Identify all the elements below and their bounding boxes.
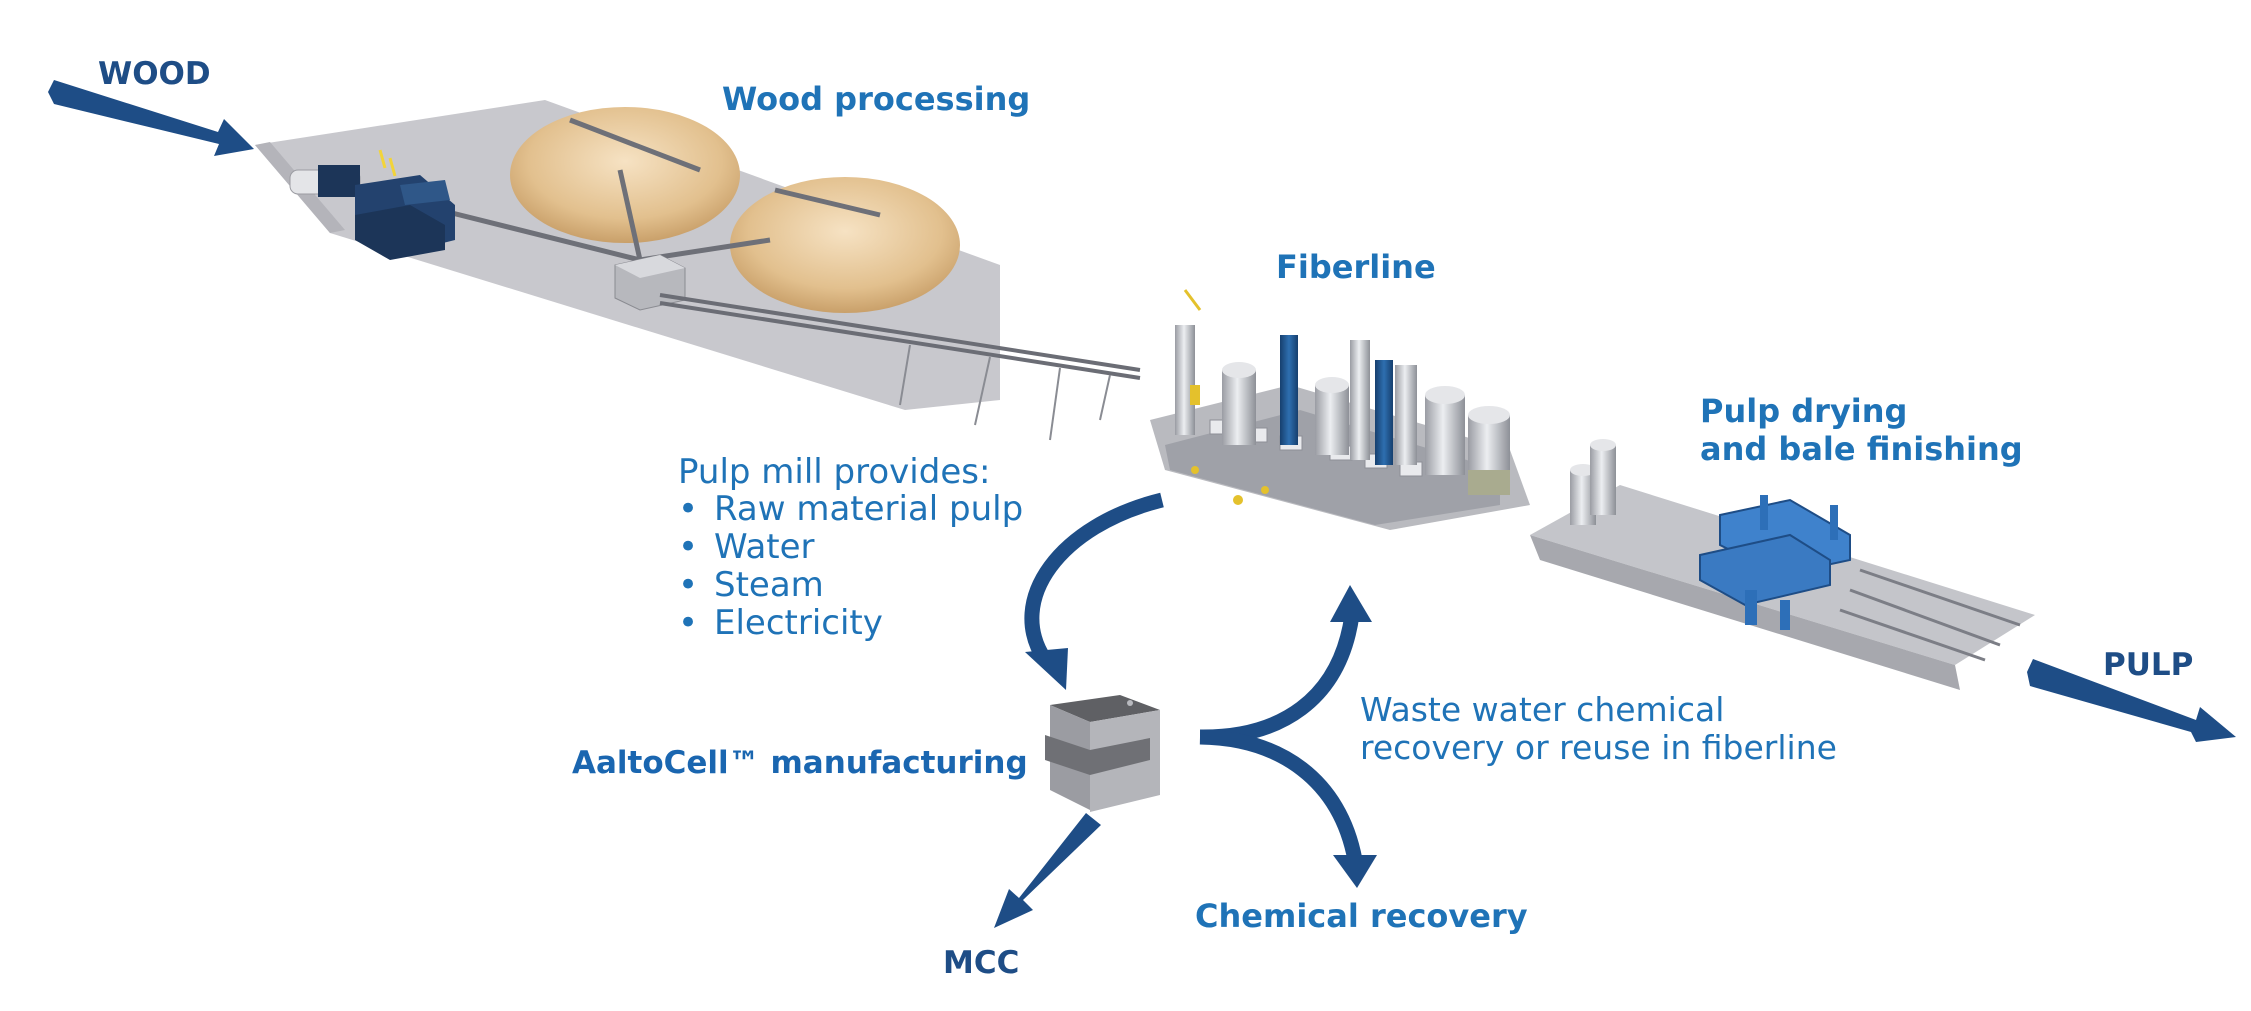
- pulp-output-arrow: [2027, 659, 2236, 742]
- pulp-to-aaltocell-arrow: [1024, 492, 1164, 665]
- list-item: •Electricity: [678, 603, 883, 643]
- list-item: •Steam: [678, 565, 824, 605]
- wood-chip-pile: [730, 177, 960, 313]
- wood-label: WOOD: [98, 56, 211, 92]
- pulp-drying-plant: [1530, 439, 2035, 690]
- list-item: •Raw material pulp: [678, 489, 1024, 529]
- aaltocell-label: AaltoCell™ manufacturing: [572, 745, 1028, 781]
- wood-processing-label: Wood processing: [722, 80, 1031, 118]
- chipping-machinery: [289, 149, 455, 260]
- wood-processing-yard: [255, 100, 1141, 441]
- list-item: •Water: [678, 527, 815, 567]
- pulp-mill-provides-list: •Raw material pulp •Water •Steam •Electr…: [678, 490, 1023, 642]
- arrowhead-chemical: [1333, 855, 1377, 888]
- pulp-drying-label-line1: Pulp drying: [1700, 392, 1908, 430]
- pulp-label: PULP: [2103, 647, 2194, 683]
- arrowhead-aaltocell: [1025, 648, 1068, 690]
- fiberline-label: Fiberline: [1276, 248, 1436, 286]
- waste-water-label-line2: recovery or reuse in fiberline: [1360, 728, 1837, 767]
- waste-water-label-line1: Waste water chemical: [1360, 690, 1725, 729]
- fiberline-plant: [1150, 289, 1530, 530]
- flow-arrows: [48, 80, 2236, 928]
- arrowhead-fiberline: [1330, 585, 1372, 622]
- aaltocell-unit: [1045, 695, 1160, 812]
- mcc-label: MCC: [943, 945, 1020, 981]
- pulp-mill-provides-heading: Pulp mill provides:: [678, 452, 991, 492]
- wood-chip-pile: [510, 107, 740, 243]
- aaltocell-split-down-arrow: [1199, 729, 1363, 862]
- wood-input-arrow: [48, 80, 254, 156]
- mcc-arrow: [994, 813, 1101, 928]
- aaltocell-split-up-arrow: [1199, 613, 1360, 745]
- pulp-drying-label-line2: and bale finishing: [1700, 430, 2023, 468]
- chemical-recovery-label: Chemical recovery: [1195, 897, 1528, 935]
- curved-arrows: [1024, 492, 1363, 862]
